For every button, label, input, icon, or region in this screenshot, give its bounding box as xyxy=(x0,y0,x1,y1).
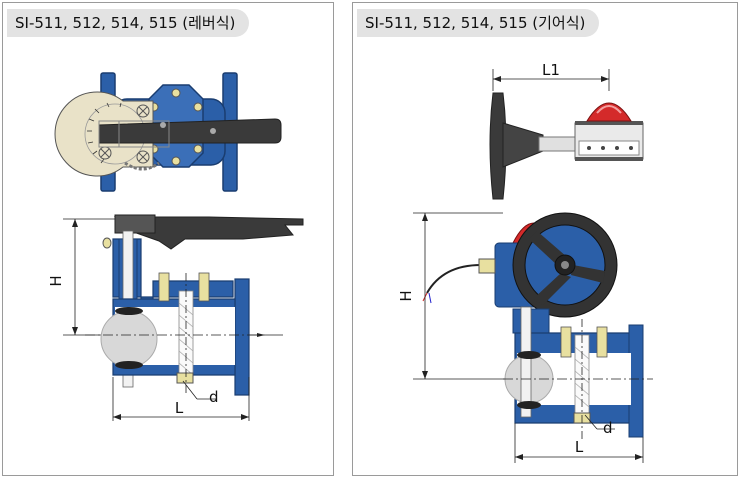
lever-side-view xyxy=(63,214,304,421)
gear-type-title-text: SI-511, 512, 514, 515 (기어식) xyxy=(365,14,586,32)
lever-type-title: SI-511, 512, 514, 515 (레버식) xyxy=(7,9,250,37)
lever-dim-d-label: d xyxy=(209,388,219,406)
lever-top-view xyxy=(54,72,282,192)
gear-dim-l1-label: L1 xyxy=(542,61,560,79)
gear-type-drawing: L1 H L d xyxy=(397,61,653,463)
gear-type-panel: SI-511, 512, 514, 515 (기어식) xyxy=(352,2,738,476)
lever-dim-l-label: L xyxy=(175,399,184,417)
gear-top-view xyxy=(489,69,644,200)
gear-type-title: SI-511, 512, 514, 515 (기어식) xyxy=(357,9,600,37)
lever-dim-h-label: H xyxy=(47,275,65,286)
lever-type-panel: SI-511, 512, 514, 515 (레버식) xyxy=(2,2,334,476)
gear-dim-l-label: L xyxy=(575,438,584,456)
gear-dim-d-label: d xyxy=(603,419,613,437)
lever-type-drawing: H L d xyxy=(47,72,304,421)
lever-type-title-text: SI-511, 512, 514, 515 (레버식) xyxy=(15,14,236,32)
gear-dim-h-label: H xyxy=(397,290,415,301)
gear-side-view xyxy=(413,212,653,463)
